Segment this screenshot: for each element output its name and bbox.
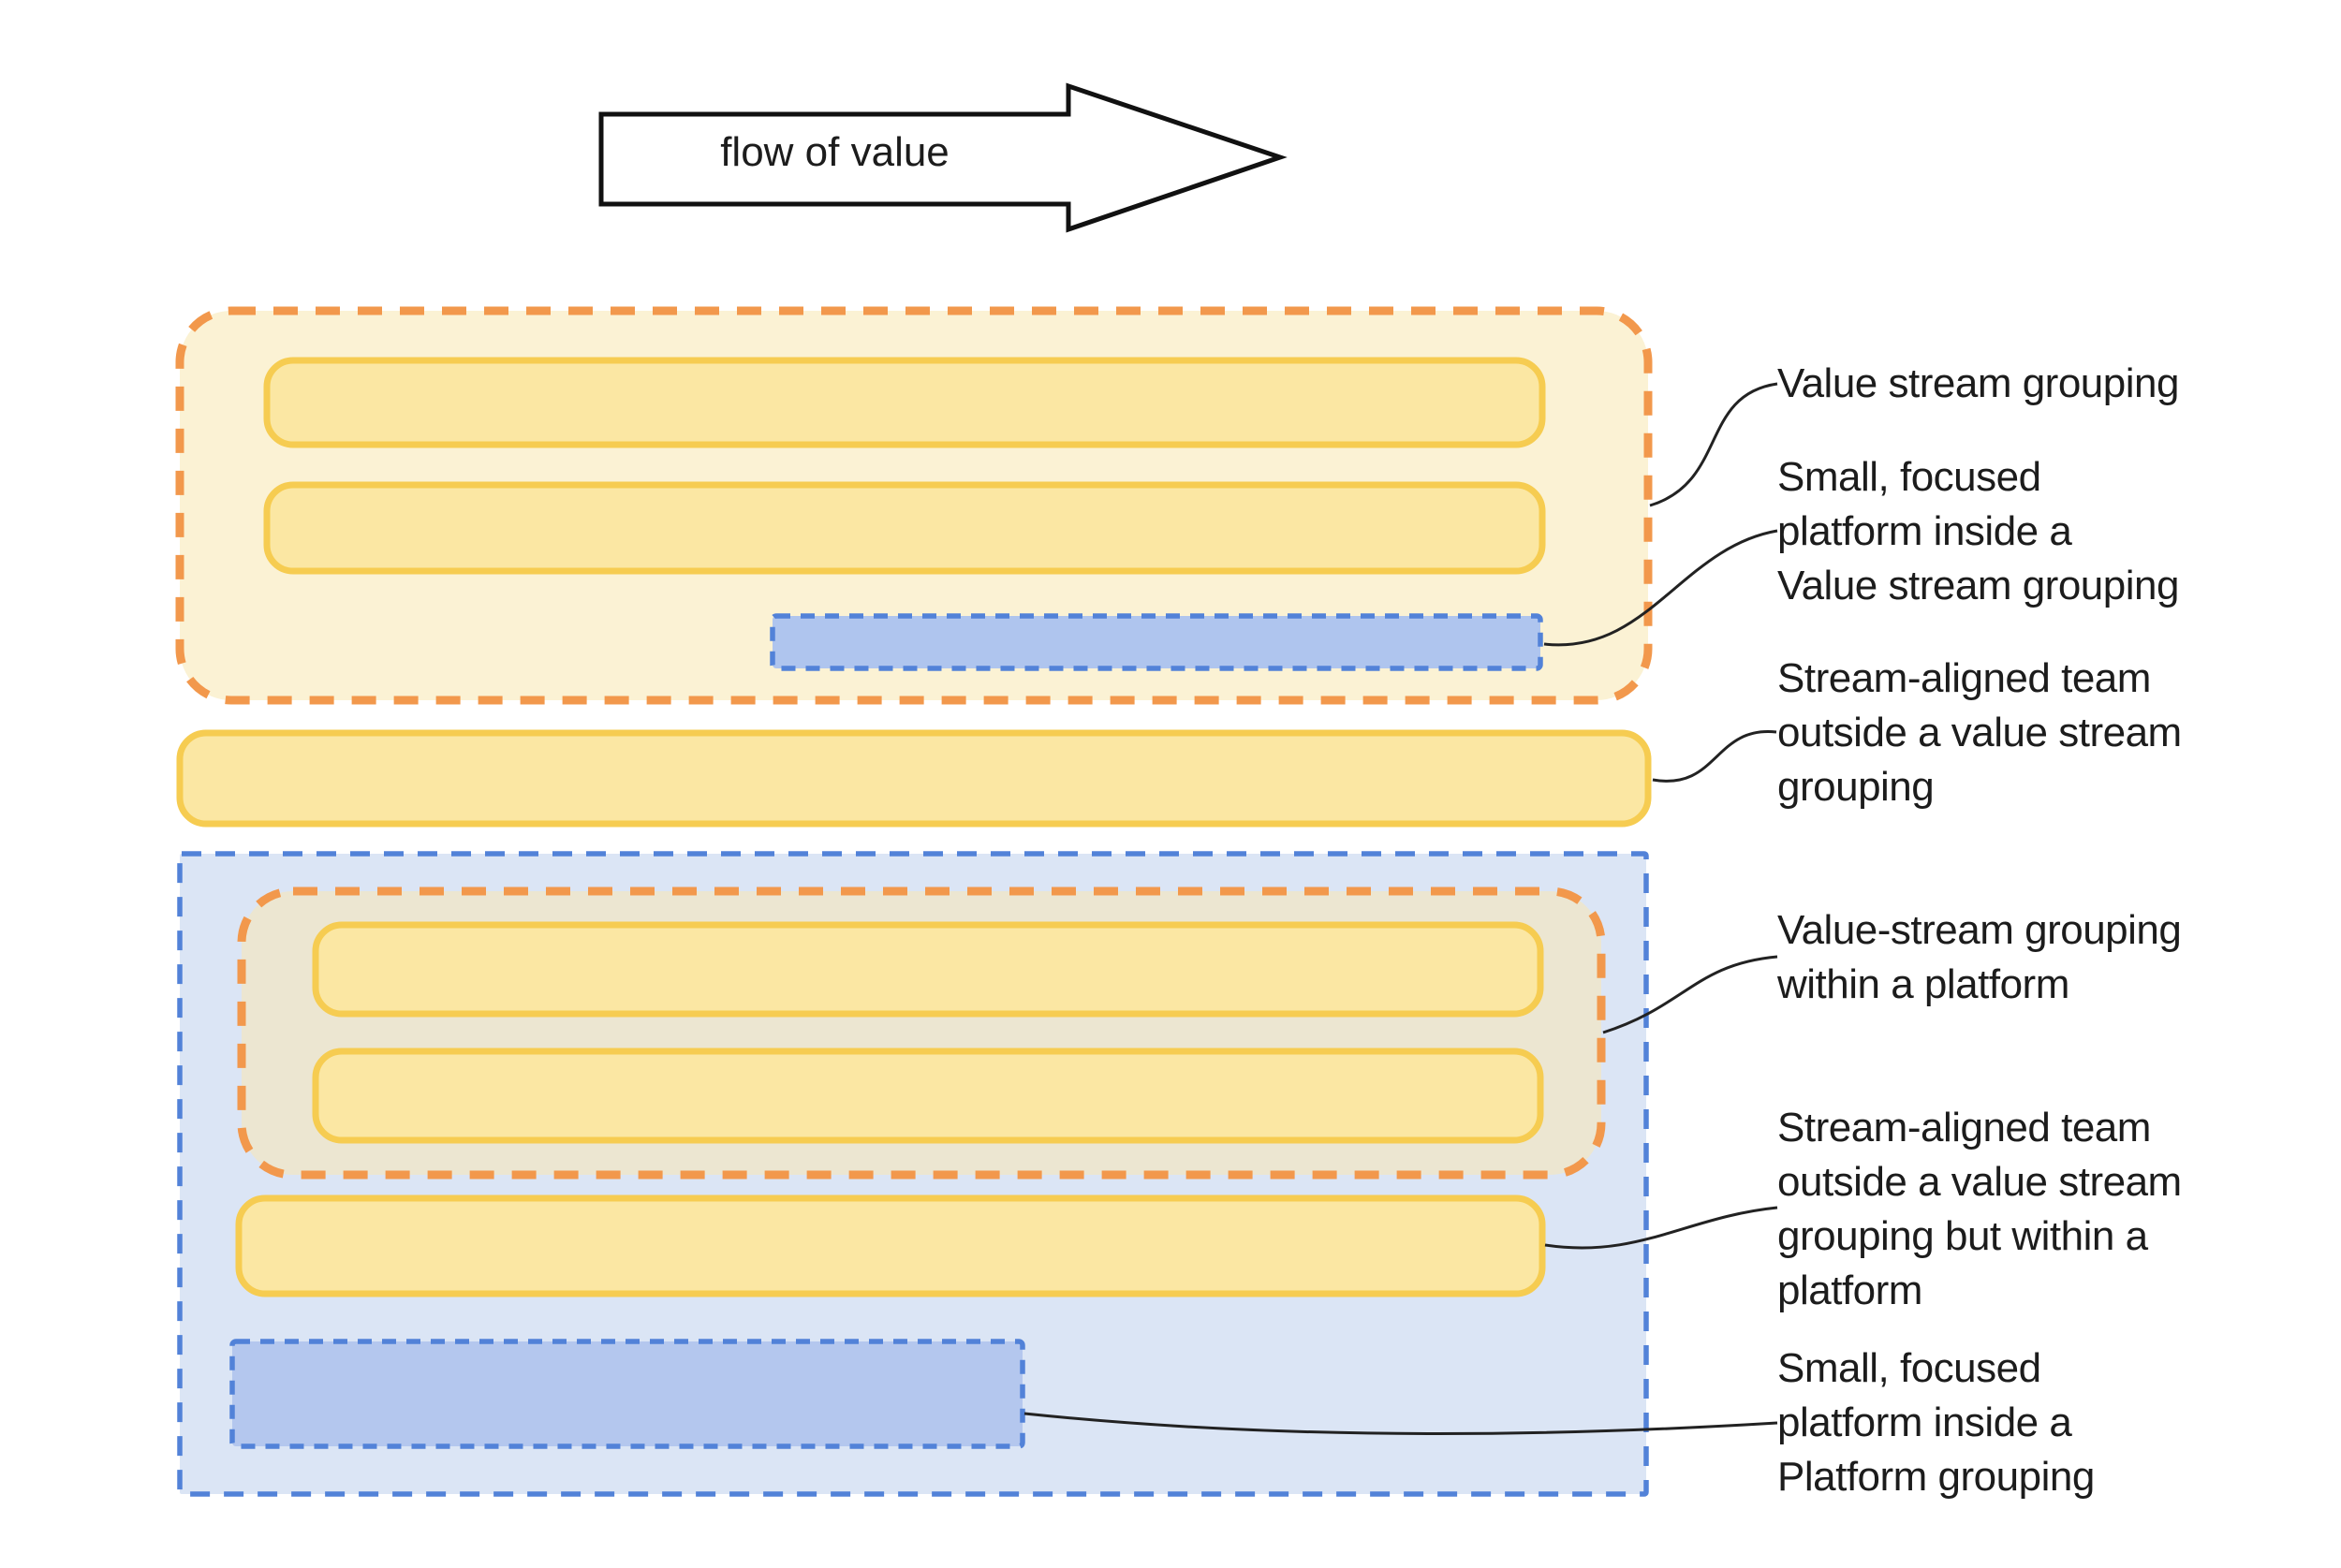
connector-team-outside-grouping (1652, 730, 1777, 783)
annotation-small-platform-in-value-stream: Small, focused platform inside a Value s… (1777, 454, 2179, 608)
annotation-value-stream-grouping: Value stream grouping (1777, 360, 2179, 406)
annotation-team-within-platform: Stream-aligned team outside a value stre… (1777, 1105, 2182, 1313)
stream-aligned-team-1 (263, 357, 1546, 448)
connector-value-stream-grouping (1649, 382, 1778, 507)
stream-aligned-team-3 (312, 921, 1544, 1018)
flow-of-value-label: flow of value (720, 129, 950, 175)
small-platform-in-platform (229, 1339, 1025, 1449)
stream-aligned-team-4 (312, 1048, 1544, 1144)
connector-small-platform-bottom (1023, 1412, 1778, 1435)
stream-aligned-team-outside-grouping (176, 729, 1652, 828)
connector-grouping-within-platform (1602, 955, 1778, 1034)
small-platform-in-value-stream (770, 613, 1543, 671)
stream-aligned-team-in-platform (235, 1194, 1546, 1297)
connector-small-platform-top (1543, 529, 1778, 647)
annotation-small-platform-in-platform: Small, focused platform inside a Platfor… (1777, 1345, 2095, 1500)
stream-aligned-team-2 (263, 481, 1546, 575)
annotation-grouping-within-platform: Value-stream grouping within a platform (1777, 907, 2182, 1007)
annotation-team-outside-grouping: Stream-aligned team outside a value stre… (1777, 655, 2182, 810)
flow-of-value-arrow (598, 82, 1288, 233)
connector-team-within-platform (1544, 1206, 1778, 1250)
